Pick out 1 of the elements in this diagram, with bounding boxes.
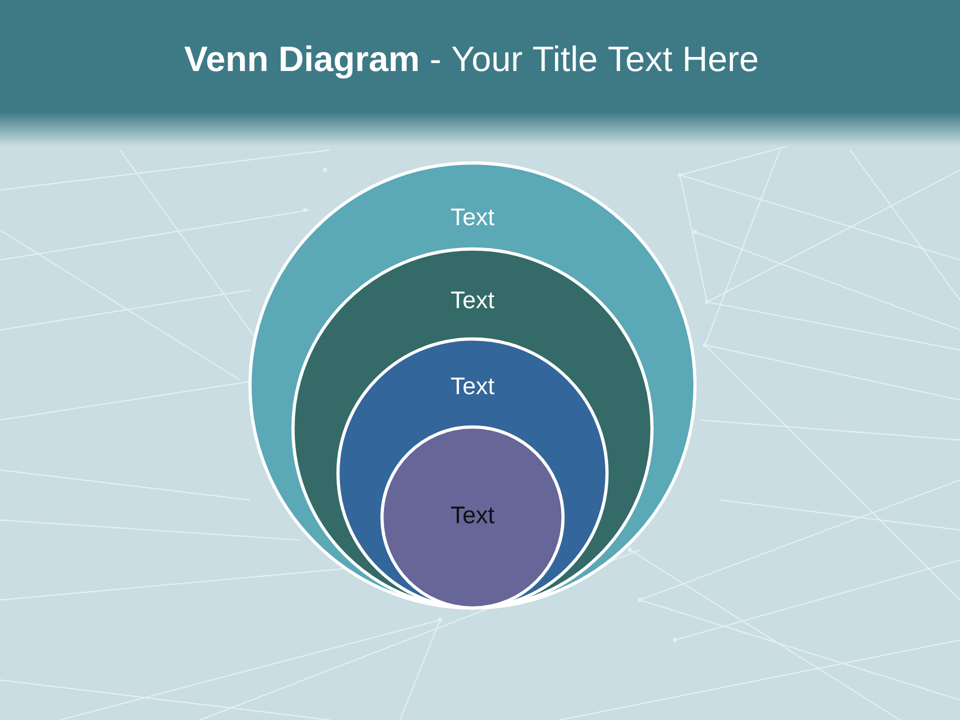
title: Venn Diagram - Your Title Text Here (184, 45, 758, 79)
